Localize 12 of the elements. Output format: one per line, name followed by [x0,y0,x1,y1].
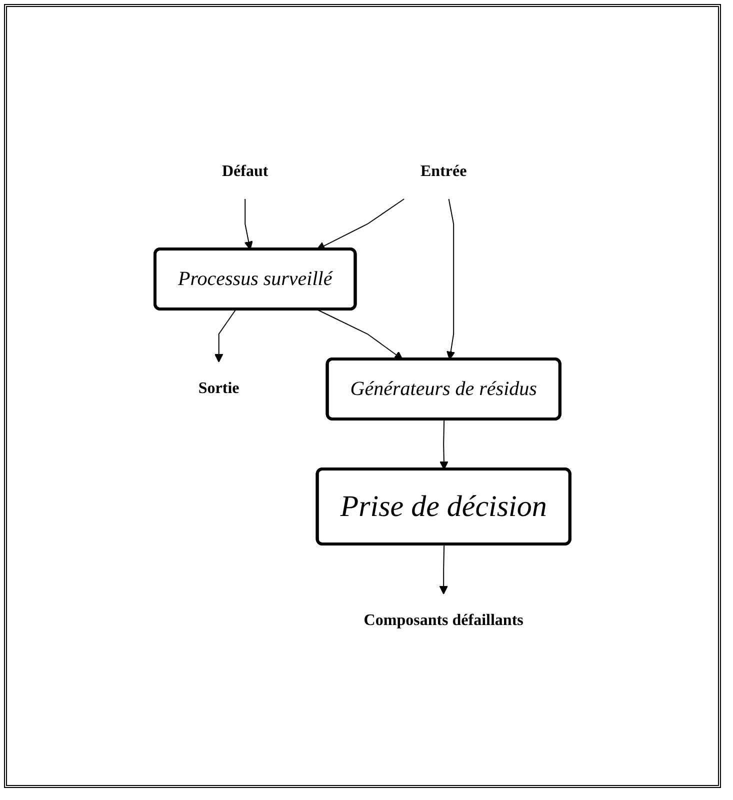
node-text: Entrée [420,162,467,180]
arrow [316,198,405,250]
arrow [316,308,404,360]
node-text: Composants défaillants [364,611,524,628]
diagram-frame: Défaut Entrée Processus surveillé Sortie Générateurs de résidus Prise de décision Composants défaillants [4,4,721,788]
node-text: Défaut [222,162,268,180]
arrow [446,198,456,360]
node-text: Sortie [198,379,240,396]
arrow [214,308,236,362]
arrow [244,198,253,250]
arrow [440,418,448,470]
arrow [439,544,448,594]
